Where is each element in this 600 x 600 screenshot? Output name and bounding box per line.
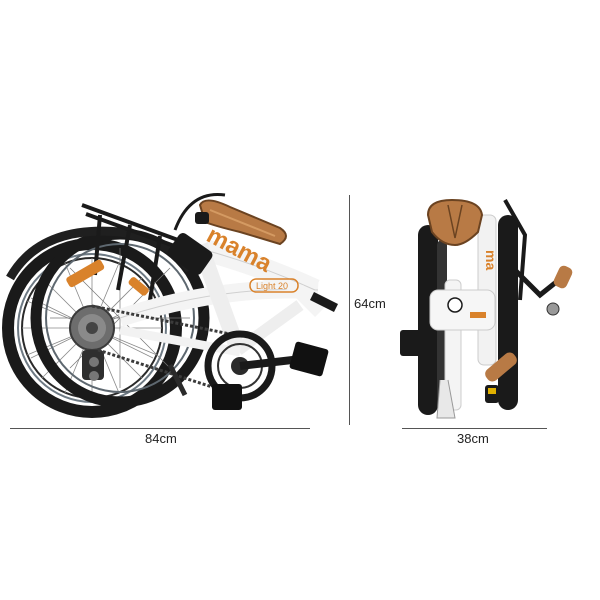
- model-badge-text: Light 20: [256, 281, 288, 291]
- model-badge: [249, 278, 299, 293]
- kickstand: [167, 363, 188, 397]
- length-dimension-line: [10, 428, 310, 429]
- chain: [91, 304, 241, 398]
- length-label: 84cm: [145, 431, 177, 446]
- rear-derailleur: [82, 350, 104, 381]
- rear-rack: [81, 203, 181, 301]
- handlebar: [173, 192, 226, 231]
- reflector: [66, 259, 105, 288]
- accent-strip: [470, 312, 486, 318]
- pedal: [212, 384, 242, 410]
- width-dimension-line: [402, 428, 547, 429]
- height-label: 64cm: [354, 296, 386, 311]
- tire: [418, 225, 438, 415]
- hinge-emblem: [447, 297, 463, 313]
- pedal-reflector: [488, 388, 496, 394]
- kickstand: [436, 379, 456, 419]
- saddle-rear-view: [426, 198, 484, 247]
- grip: [553, 265, 573, 289]
- cassette: [69, 305, 115, 351]
- stem: [167, 233, 213, 275]
- brand-logo-text-vertical: ma: [483, 250, 499, 270]
- tire: [498, 215, 518, 410]
- frame-tube: [429, 289, 496, 331]
- pedal: [400, 330, 422, 356]
- reflector: [128, 277, 149, 296]
- folded-width-label: 38cm: [457, 431, 489, 446]
- height-dimension-line: [349, 195, 350, 425]
- pedal: [289, 341, 329, 377]
- grip: [485, 352, 517, 382]
- saddle: [195, 199, 287, 246]
- bell: [546, 302, 560, 316]
- rear-rack-front: [503, 199, 528, 301]
